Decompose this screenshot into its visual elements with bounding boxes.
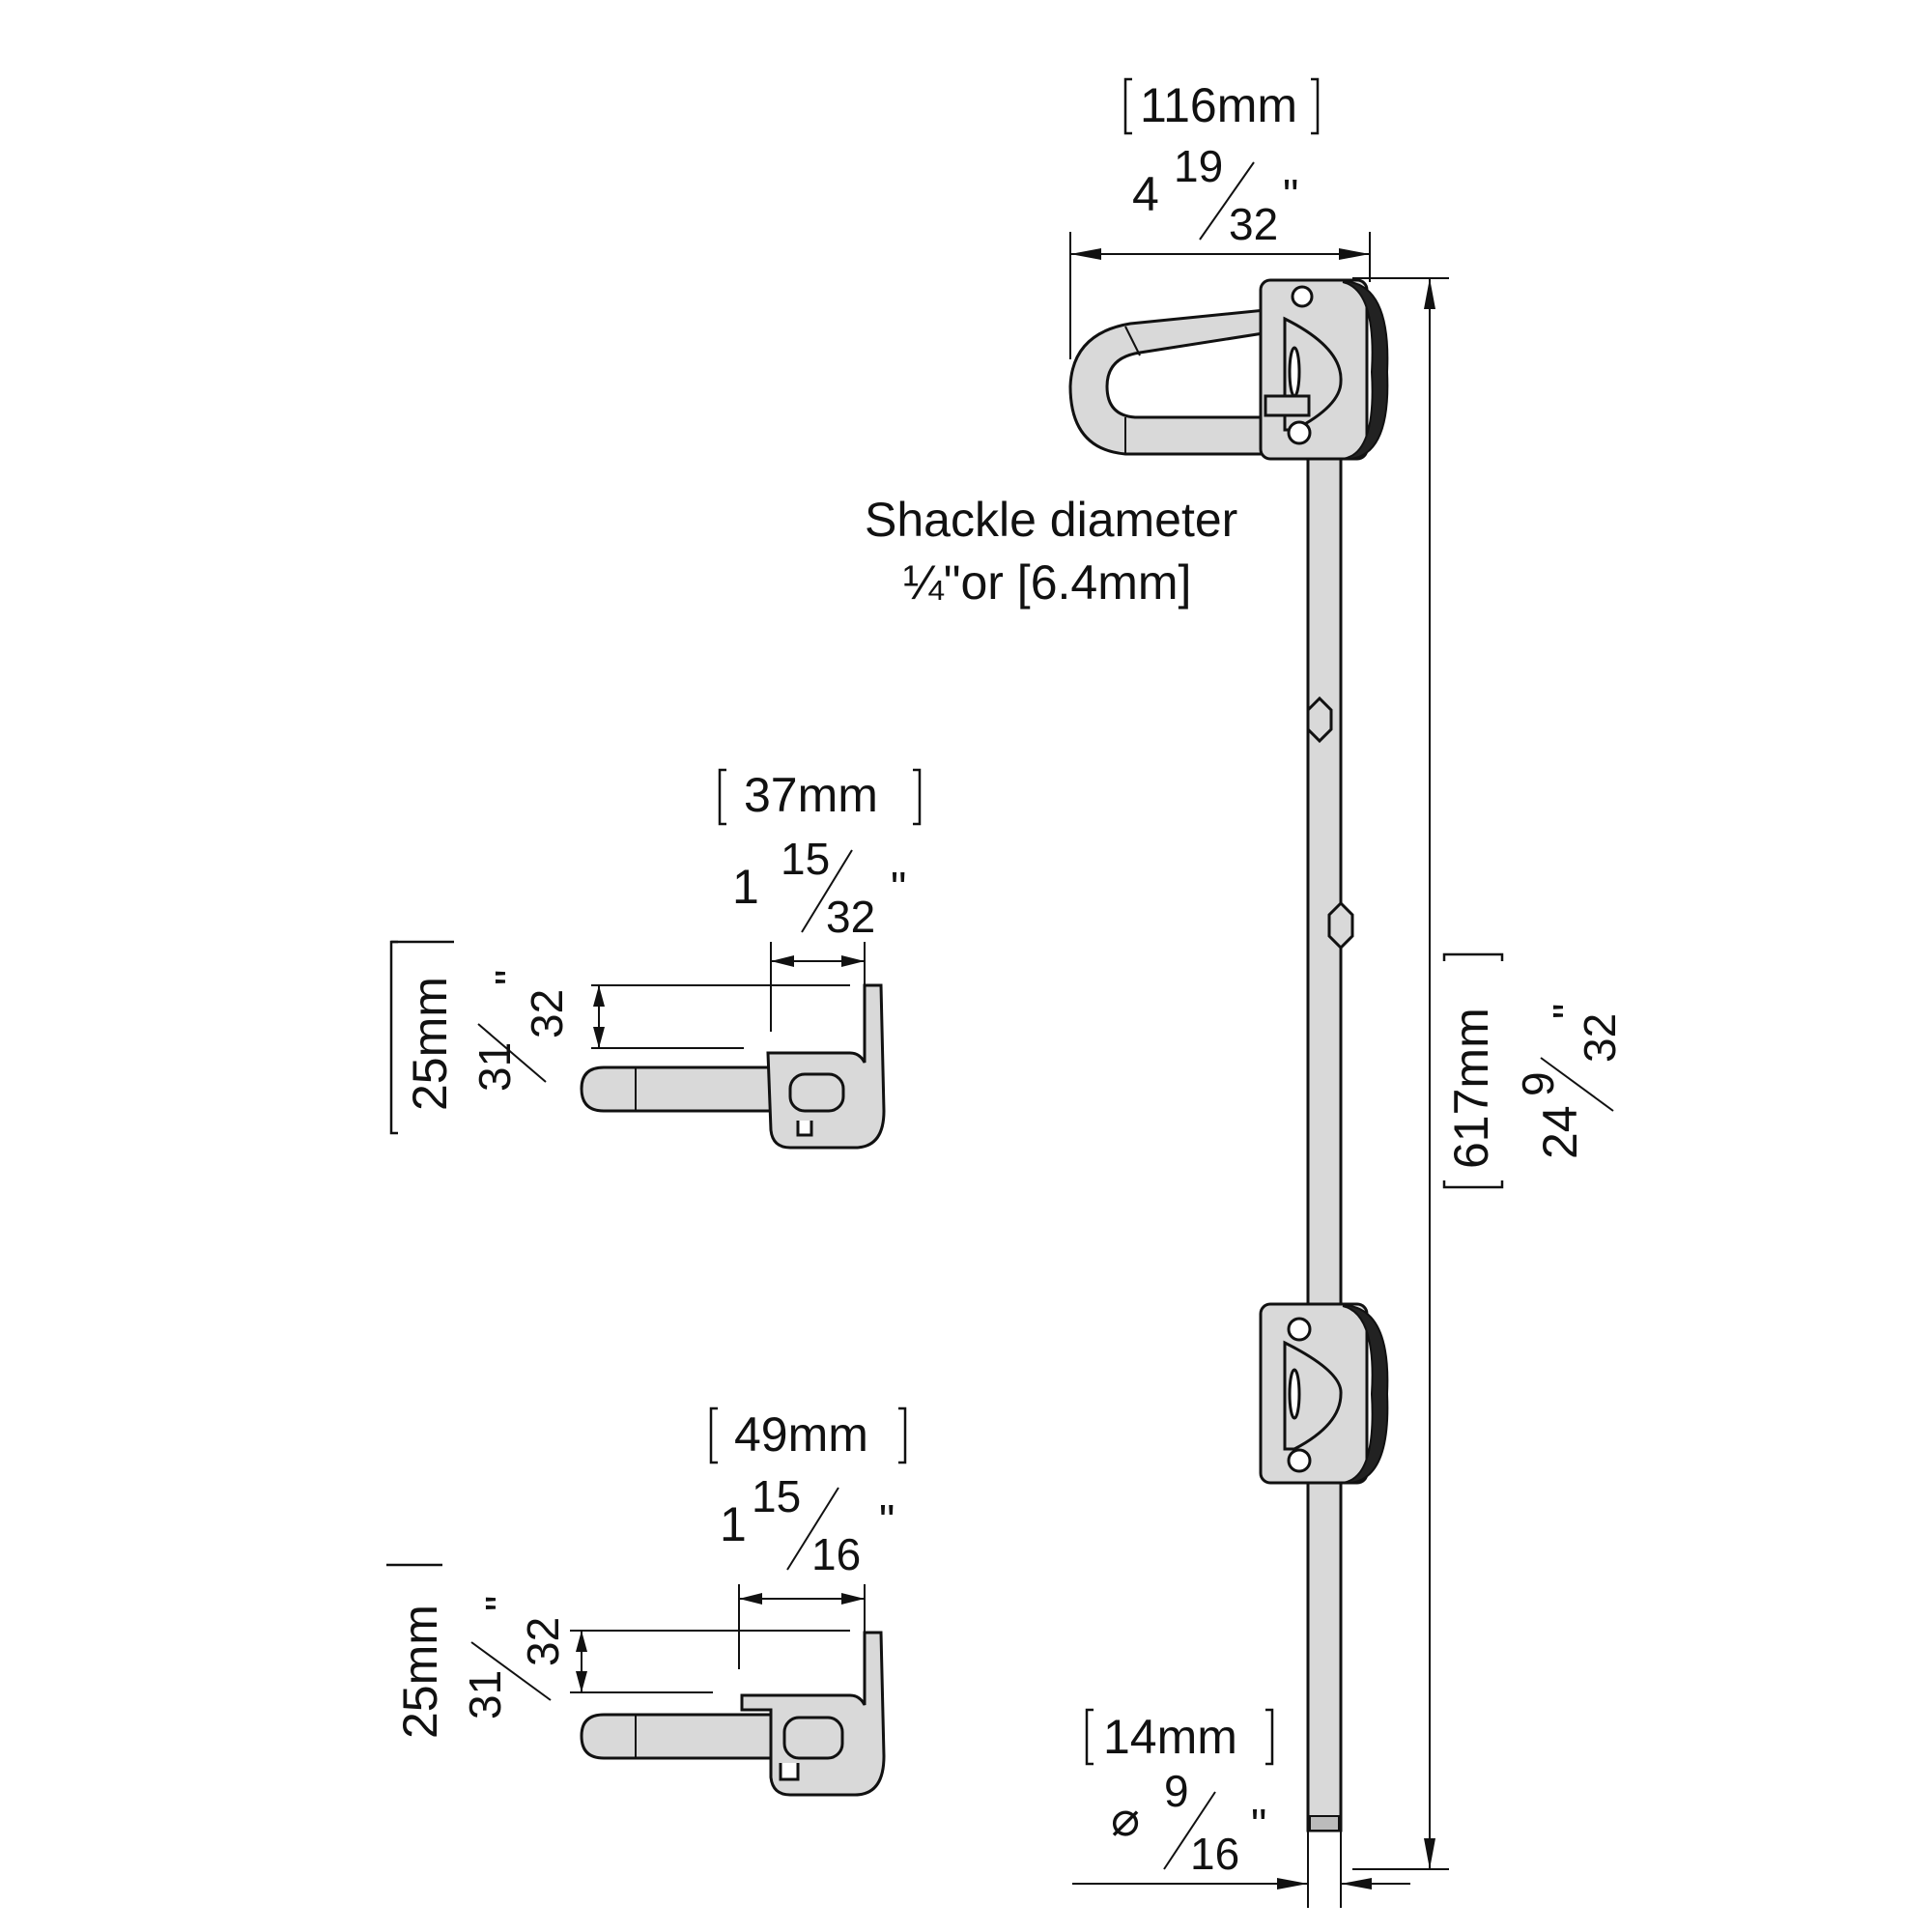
shackle-joint-1 bbox=[1124, 326, 1141, 356]
rod-detent-lower bbox=[1327, 900, 1354, 951]
rod-diameter-inch-mark: " bbox=[1251, 1800, 1266, 1850]
keeper-lower-depth-whole: 1 bbox=[720, 1497, 747, 1551]
keeper-lower-depth-denominator: 16 bbox=[811, 1529, 861, 1579]
rod-diameter-numerator: 9 bbox=[1164, 1766, 1189, 1816]
keeper-lower-bracket bbox=[740, 1631, 886, 1797]
length-metric-label: 617mm bbox=[1444, 1008, 1498, 1169]
length-inch-denominator: 32 bbox=[1575, 1013, 1625, 1063]
keeper-upper-offset-denominator: 32 bbox=[522, 989, 572, 1038]
width-inch-mark: " bbox=[1283, 170, 1298, 220]
rod-diameter-denominator: 16 bbox=[1190, 1829, 1239, 1879]
keeper-lower-depth-metric: 49mm bbox=[734, 1407, 868, 1462]
length-inch-numerator: 9 bbox=[1513, 1071, 1563, 1096]
width-inch-denominator: 32 bbox=[1229, 199, 1278, 249]
keeper-upper-bracket bbox=[766, 983, 886, 1150]
rod-tip bbox=[1309, 1815, 1340, 1832]
keeper-upper-depth-denominator: 32 bbox=[826, 892, 875, 942]
keeper-upper-depth-whole: 1 bbox=[732, 860, 759, 914]
keeper-upper-depth-metric: 37mm bbox=[744, 768, 878, 822]
keeper-lower: 25mm 31 32 " 49mm 1 15 16 " bbox=[386, 1406, 907, 1797]
upper-bracket bbox=[1259, 278, 1389, 461]
diameter-symbol: ⌀ bbox=[1111, 1792, 1140, 1846]
length-inch-mark: " bbox=[1544, 1004, 1594, 1019]
width-dimension: 116mm 4 19 32 " bbox=[1069, 77, 1371, 359]
lower-bracket-screw-bottom bbox=[1287, 1448, 1312, 1473]
keeper-upper-depth-inch-mark: " bbox=[891, 863, 906, 913]
keeper-upper-offset-inch-mark: " bbox=[486, 970, 536, 985]
keeper-upper-offset-numerator: 31 bbox=[469, 1042, 520, 1092]
keeper-lower-depth-numerator: 15 bbox=[752, 1471, 801, 1521]
cane-bolt-assembly bbox=[1068, 278, 1389, 1833]
keeper-lower-offset-numerator: 31 bbox=[460, 1670, 510, 1719]
rod-diameter-dimension: 14mm ⌀ 9 16 " bbox=[1072, 1708, 1410, 1908]
bolt-rod bbox=[1306, 384, 1343, 1833]
lower-bracket-screw-top bbox=[1287, 1317, 1312, 1342]
keeper-lower-depth-inch-mark: " bbox=[879, 1495, 895, 1546]
width-inch-whole: 4 bbox=[1132, 167, 1159, 221]
width-inch-numerator: 19 bbox=[1174, 141, 1223, 191]
length-dimension: 617mm 24 9 32 " bbox=[1352, 277, 1625, 1870]
upper-bracket-screw-bottom bbox=[1287, 420, 1312, 445]
keeper-lower-offset-denominator: 32 bbox=[518, 1617, 568, 1666]
upper-bracket-screw-top bbox=[1291, 285, 1314, 308]
width-metric-label: 116mm bbox=[1140, 78, 1297, 132]
keeper-lower-offset-inch-mark: " bbox=[476, 1596, 526, 1611]
shackle-note: Shackle diameter ¼"or [6.4mm] bbox=[865, 493, 1237, 610]
lower-bracket bbox=[1259, 1302, 1389, 1485]
keeper-upper-depth-numerator: 15 bbox=[781, 834, 830, 884]
shackle-note-line1: Shackle diameter bbox=[865, 493, 1237, 547]
keeper-upper-offset-metric: 25mm bbox=[403, 977, 457, 1111]
keeper-lower-offset-metric: 25mm bbox=[393, 1605, 447, 1739]
shackle-note-line2: ¼"or [6.4mm] bbox=[903, 555, 1191, 610]
rod-diameter-metric-label: 14mm bbox=[1103, 1710, 1237, 1764]
length-inch-whole: 24 bbox=[1533, 1105, 1587, 1159]
rod-detent-upper bbox=[1306, 696, 1333, 744]
keeper-upper: 25mm 31 32 " 37mm 1 15 32 " bbox=[389, 768, 922, 1150]
